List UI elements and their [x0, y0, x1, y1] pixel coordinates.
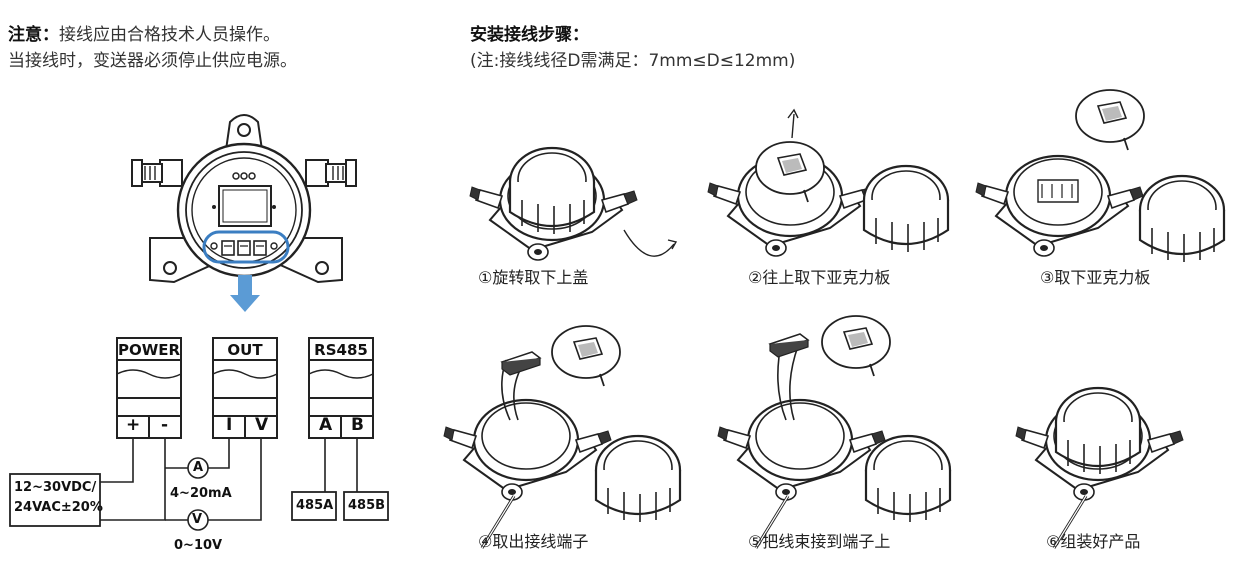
steps-title: 安装接线步骤： [470, 25, 589, 45]
step-5-cap [864, 434, 952, 524]
notice-line-1: 接线应由合格技术人员操作。 [59, 25, 280, 45]
step-5-illustration [716, 339, 887, 549]
rs485-a-label: A [319, 415, 333, 435]
power-supply-box [9, 473, 101, 527]
notice-line-2: 当接线时，变送器必须停止供应电源。 [8, 51, 297, 71]
step-2-illustration [706, 108, 877, 258]
rs485a-label: 485A [296, 498, 334, 513]
voltmeter-symbol [187, 509, 209, 531]
rs485-b-label: B [351, 415, 364, 435]
steps-subtitle: (注:接线线径D需满足：7mm≤D≤12mm) [470, 51, 796, 71]
rs485b-box [343, 491, 389, 521]
terminal-rs485-label: RS485 [314, 341, 368, 359]
step-5-terminals [769, 333, 809, 358]
terminal-out-label: OUT [227, 341, 263, 359]
step-3-illustration [974, 154, 1145, 258]
wiring-lines [100, 438, 358, 521]
step-2-caption: ②往上取下亚克力板 [748, 268, 891, 287]
rs485b-label: 485B [348, 498, 386, 513]
step-6-illustration [1014, 386, 1185, 549]
step-1-illustration [468, 146, 678, 262]
voltmeter-label: V [192, 512, 203, 527]
step-4-terminals [501, 351, 541, 376]
step-4-illustration [442, 359, 613, 549]
step-4-cap [594, 434, 682, 524]
steps-header: 安装接线步骤： (注:接线线径D需满足：7mm≤D≤12mm) [470, 22, 795, 74]
step-1-caption: ①旋转取下上盖 [478, 268, 589, 287]
notice-label: 注意： [8, 25, 59, 45]
terminal-power-label: POWER [117, 341, 181, 359]
terminal-blocks [116, 337, 374, 439]
step-4-caption: ④取出接线端子 [478, 532, 589, 551]
power-plus-sign: + [126, 415, 141, 435]
step-3-cap [1138, 174, 1226, 264]
warning-notice: 注意：接线应由合格技术人员操作。 当接线时，变送器必须停止供应电源。 [8, 22, 297, 74]
step-2-cap [862, 164, 950, 254]
step-4-plate [551, 325, 621, 387]
out-i-label: I [226, 415, 233, 435]
step-5-plate [821, 315, 891, 377]
step-3-plate [1075, 89, 1145, 151]
transmitter-front-view [131, 114, 357, 312]
step-3-caption: ③取下亚克力板 [1040, 268, 1151, 287]
power-minus-sign: - [161, 415, 169, 435]
current-range-label: 4~20mA [170, 486, 232, 501]
voltage-range-label: 0~10V [174, 538, 223, 553]
step-6-caption: ⑥组装好产品 [1046, 532, 1141, 551]
ammeter-label: A [193, 460, 204, 475]
ammeter-symbol [187, 457, 209, 479]
rs485a-box [291, 491, 337, 521]
power-supply-label: 12~30VDC/ 24VAC±20% [14, 480, 103, 515]
out-v-label: V [255, 415, 269, 435]
step-5-caption: ⑤把线束接到端子上 [748, 532, 891, 551]
